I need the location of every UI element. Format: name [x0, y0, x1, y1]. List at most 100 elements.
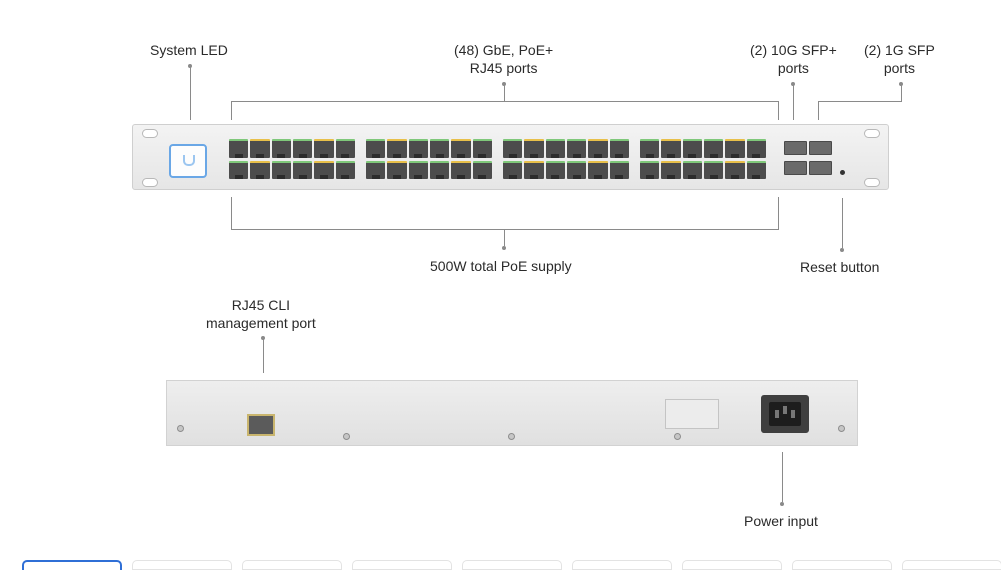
sfp-leader-drop: [818, 101, 819, 120]
gbe-bracket-left: [231, 101, 232, 120]
gbe-poe-ports-label: (48) GbE, PoE+ RJ45 ports: [454, 42, 554, 76]
rj45-port: [682, 139, 702, 158]
screw-icon: [838, 425, 845, 432]
rj45-port: [430, 160, 450, 179]
sfp-ports-label: (2) 1G SFP ports: [864, 42, 935, 76]
rj45-port: [271, 139, 291, 158]
rj45-port: [335, 160, 355, 179]
rj45-port: [609, 139, 629, 158]
rj45-port: [567, 160, 587, 179]
rj45-port: [704, 160, 724, 179]
rj45-port: [545, 139, 565, 158]
sfp-leader-stem: [901, 84, 902, 101]
rj45-cli-management-port: [247, 414, 275, 436]
rj45-port: [366, 139, 386, 158]
power-input-socket: [761, 395, 809, 433]
rj45-port-group-3: [501, 137, 631, 181]
rj45-port: [609, 160, 629, 179]
system-led-label: System LED: [150, 42, 228, 58]
gbe-bracket-right: [778, 101, 779, 120]
poe-bracket-right: [778, 197, 779, 229]
sfp-leader-h: [818, 101, 902, 102]
rj45-port: [472, 139, 492, 158]
image-tab[interactable]: [792, 560, 892, 570]
rj45-port: [472, 160, 492, 179]
rj45-port: [640, 160, 660, 179]
rj45-port: [314, 139, 334, 158]
rj45-port: [293, 139, 313, 158]
system-led-leader: [190, 66, 191, 120]
power-leader: [782, 452, 783, 502]
rj45-port: [387, 139, 407, 158]
image-tab[interactable]: [22, 560, 122, 570]
reset-leader: [842, 198, 843, 248]
poe-bracket-left: [231, 197, 232, 229]
image-tab[interactable]: [572, 560, 672, 570]
rj45-port: [366, 160, 386, 179]
switch-front-panel: [132, 124, 889, 190]
rj45-port: [408, 139, 428, 158]
gbe-bracket-top: [231, 101, 779, 102]
rj45-port: [682, 160, 702, 179]
switch-back-panel: [166, 380, 858, 446]
compliance-label: [665, 399, 719, 429]
rj45-port: [387, 160, 407, 179]
reset-button-label: Reset button: [800, 259, 880, 275]
image-tab[interactable]: [682, 560, 782, 570]
sfp-plus-port: [784, 161, 807, 175]
rj45-port: [451, 139, 471, 158]
power-leader-dot: [780, 502, 784, 506]
power-input-label: Power input: [744, 513, 818, 529]
image-tab[interactable]: [352, 560, 452, 570]
rj45-port: [524, 160, 544, 179]
sfp-plus-leader: [793, 84, 794, 120]
screw-icon: [343, 433, 350, 440]
poe-leader-dot: [502, 246, 506, 250]
rj45-port: [408, 160, 428, 179]
system-led: [169, 144, 207, 178]
rj45-port: [746, 160, 766, 179]
sfp-port: [809, 141, 832, 155]
rj45-port: [229, 160, 249, 179]
sfp-port: [809, 161, 832, 175]
rj45-port: [451, 160, 471, 179]
mount-hole: [864, 178, 880, 187]
image-tab-strip: [22, 560, 1001, 570]
mount-hole: [142, 178, 158, 187]
power-pin: [775, 410, 779, 418]
power-socket-inner: [769, 402, 801, 426]
rj45-port: [229, 139, 249, 158]
rj45-port: [250, 139, 270, 158]
rj45-port: [503, 139, 523, 158]
screw-icon: [508, 433, 515, 440]
screw-icon: [177, 425, 184, 432]
mount-hole: [864, 129, 880, 138]
image-tab[interactable]: [462, 560, 562, 570]
image-tab[interactable]: [902, 560, 1001, 570]
rj45-port: [250, 160, 270, 179]
rj45-port: [430, 139, 450, 158]
rj45-port: [293, 160, 313, 179]
rj45-port: [588, 139, 608, 158]
rj45-port: [503, 160, 523, 179]
image-tab[interactable]: [242, 560, 342, 570]
rj45-port: [271, 160, 291, 179]
poe-supply-label: 500W total PoE supply: [430, 258, 572, 274]
rj45-port-group-2: [364, 137, 494, 181]
poe-bracket-bottom: [231, 229, 779, 230]
image-tab[interactable]: [132, 560, 232, 570]
gbe-leader-stem: [504, 84, 505, 101]
reset-leader-dot: [840, 248, 844, 252]
rj45-port-group-4: [638, 137, 768, 181]
rj45-port: [314, 160, 334, 179]
rj45-port: [640, 139, 660, 158]
rj45-port: [545, 160, 565, 179]
rj45-port: [746, 139, 766, 158]
poe-leader-stem: [504, 229, 505, 246]
reset-button[interactable]: [840, 170, 845, 175]
sfp-plus-ports-label: (2) 10G SFP+ ports: [750, 42, 837, 76]
rj45-port: [335, 139, 355, 158]
screw-icon: [674, 433, 681, 440]
rj45-port: [704, 139, 724, 158]
rj45-port: [567, 139, 587, 158]
